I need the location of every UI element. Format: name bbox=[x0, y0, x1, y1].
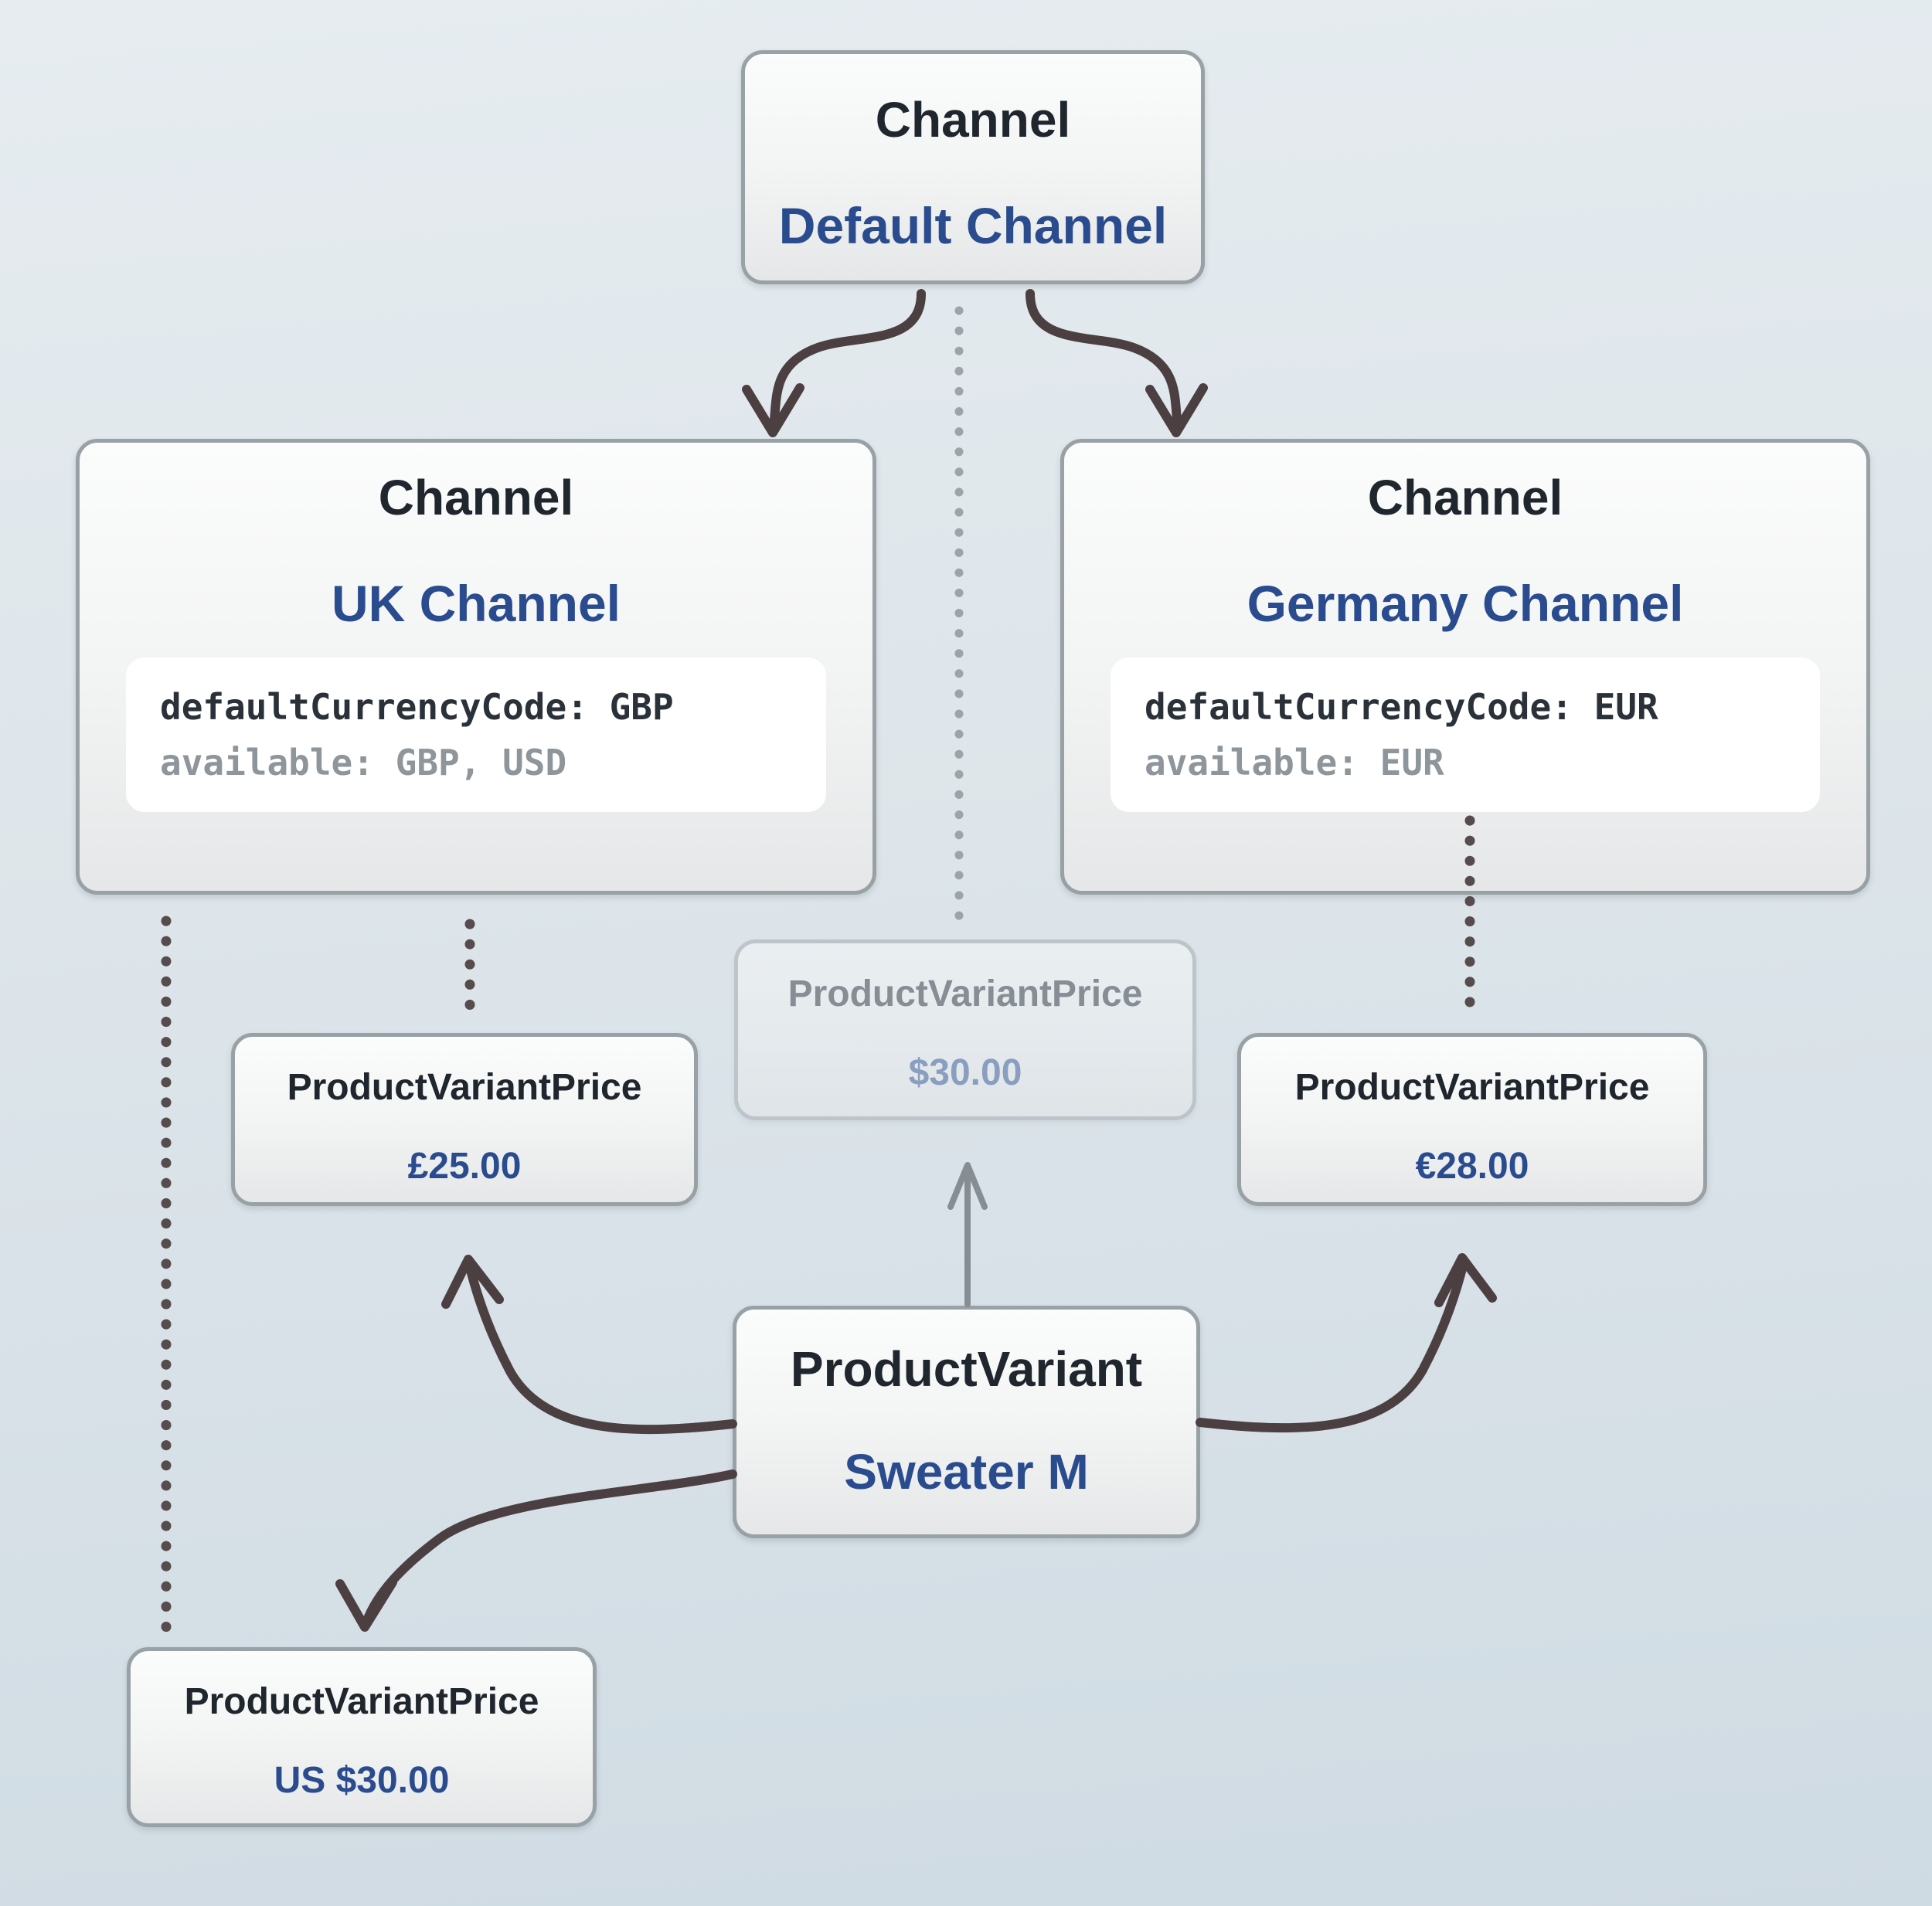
node-type-label: ProductVariantPrice bbox=[184, 1681, 539, 1722]
arrow-product-variant-to-eur-price bbox=[1196, 1261, 1468, 1433]
default-currency-line: defaultCurrencyCode: GBP bbox=[160, 686, 674, 728]
price-value: US $30.00 bbox=[274, 1760, 450, 1801]
available-currency-line: available: GBP, USD bbox=[160, 742, 567, 783]
arrow-default-channel-to-germany-channel bbox=[1026, 289, 1182, 431]
node-name-label: Sweater M bbox=[844, 1444, 1089, 1500]
arrowhead-to-uk-channel bbox=[742, 383, 804, 437]
arrowhead-to-eur-price bbox=[1434, 1253, 1497, 1307]
arrow-default-channel-to-uk-channel bbox=[769, 289, 926, 431]
node-type-label: Channel bbox=[378, 470, 574, 525]
price-value: £25.00 bbox=[407, 1146, 522, 1187]
arrowhead-to-gbp-price bbox=[441, 1255, 504, 1309]
arrowhead-to-usd-price bbox=[335, 1578, 397, 1632]
node-default-channel: Channel Default Channel bbox=[741, 50, 1205, 284]
node-name-label: Germany Channel bbox=[1247, 575, 1684, 632]
node-germany-variant-price: ProductVariantPrice €28.00 bbox=[1237, 1033, 1707, 1206]
node-default-variant-price: ProductVariantPrice $30.00 bbox=[734, 939, 1196, 1120]
default-currency-line: defaultCurrencyCode: EUR bbox=[1145, 686, 1658, 728]
node-name-label: Default Channel bbox=[778, 197, 1168, 254]
price-value: €28.00 bbox=[1415, 1146, 1529, 1187]
price-value: $30.00 bbox=[908, 1052, 1022, 1093]
node-type-label: Channel bbox=[1367, 470, 1563, 525]
node-type-label: ProductVariantPrice bbox=[287, 1067, 642, 1108]
node-type-label: ProductVariant bbox=[790, 1341, 1143, 1397]
arrow-product-variant-to-usd-price bbox=[362, 1469, 737, 1627]
node-germany-channel: Channel Germany Channel defaultCurrencyC… bbox=[1060, 439, 1870, 895]
germany-currency-code-block: defaultCurrencyCode: EUR available: EUR bbox=[1111, 657, 1820, 812]
arrowhead-to-default-price bbox=[947, 1162, 988, 1210]
node-uk-channel: Channel UK Channel defaultCurrencyCode: … bbox=[76, 439, 876, 895]
node-type-label: Channel bbox=[875, 92, 1071, 148]
available-currency-line: available: EUR bbox=[1145, 742, 1444, 783]
node-type-label: ProductVariantPrice bbox=[787, 973, 1143, 1014]
node-type-label: ProductVariantPrice bbox=[1294, 1067, 1650, 1108]
node-uk-variant-price: ProductVariantPrice £25.00 bbox=[231, 1033, 698, 1206]
node-name-label: UK Channel bbox=[331, 575, 621, 632]
node-usd-variant-price: ProductVariantPrice US $30.00 bbox=[127, 1647, 597, 1827]
arrowhead-to-germany-channel bbox=[1145, 383, 1208, 437]
arrow-product-variant-to-gbp-price bbox=[465, 1262, 737, 1435]
node-product-variant: ProductVariant Sweater M bbox=[733, 1306, 1200, 1538]
uk-currency-code-block: defaultCurrencyCode: GBP available: GBP,… bbox=[126, 657, 826, 812]
